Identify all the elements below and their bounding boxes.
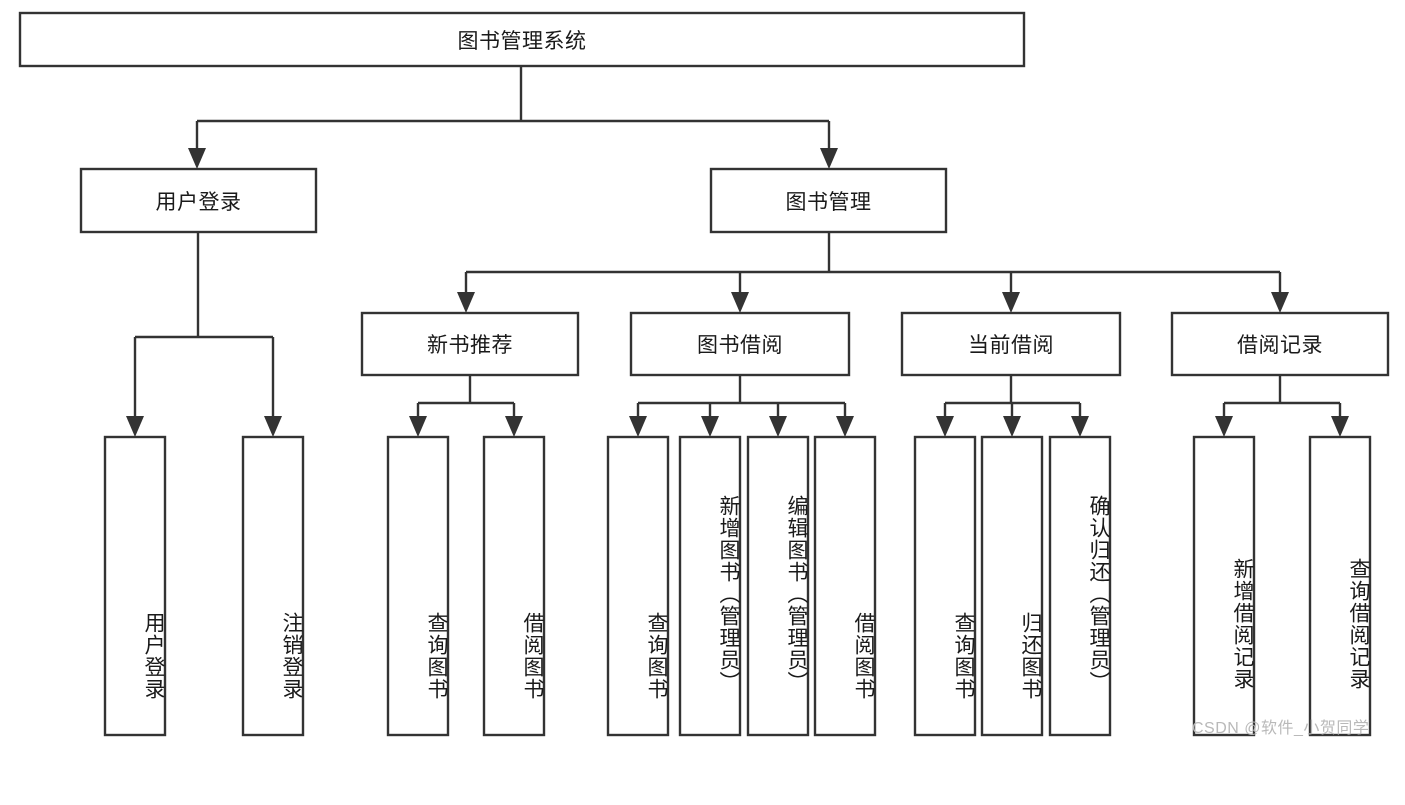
node-leaf-return-book-box[interactable] xyxy=(980,435,1044,737)
node-leaf-edit-book-box[interactable] xyxy=(746,435,810,737)
arrowhead-root-to-book-manage xyxy=(820,148,838,169)
node-leaf-query-record-box[interactable] xyxy=(1308,435,1372,737)
node-leaf-borrow-book-1-box[interactable] xyxy=(482,435,546,737)
node-leaf-query-book-1-box[interactable] xyxy=(386,435,450,737)
node-leaf-query-book-2-box[interactable] xyxy=(606,435,670,737)
arrowhead-root-to-user-login xyxy=(188,148,206,169)
node-leaf-query-book-3-box[interactable] xyxy=(913,435,977,737)
arrowhead-cb-leaf-3 xyxy=(1071,416,1089,437)
node-leaf-confirm-return-box[interactable] xyxy=(1048,435,1112,737)
arrowhead-level3-1 xyxy=(457,292,475,313)
arrowhead-br-leaf-1 xyxy=(1215,416,1233,437)
arrowhead-bb-leaf-2 xyxy=(701,416,719,437)
arrowhead-bb-leaf-4 xyxy=(836,416,854,437)
arrowhead-level3-4 xyxy=(1271,292,1289,313)
arrowhead-cb-leaf-1 xyxy=(936,416,954,437)
arrowhead-user-login-leaf-1 xyxy=(126,416,144,437)
csdn-watermark: CSDN @软件_小贺同学 xyxy=(1192,720,1370,737)
arrowhead-nbr-leaf-2 xyxy=(505,416,523,437)
node-book-borrow-box[interactable] xyxy=(629,311,851,377)
arrowhead-level3-3 xyxy=(1002,292,1020,313)
node-borrow-record-box[interactable] xyxy=(1170,311,1390,377)
arrowhead-cb-leaf-2 xyxy=(1003,416,1021,437)
diagram-svg xyxy=(18,11,1390,737)
arrowhead-nbr-leaf-1 xyxy=(409,416,427,437)
node-book-manage-box[interactable] xyxy=(709,167,948,234)
arrowhead-user-login-leaf-2 xyxy=(264,416,282,437)
node-leaf-add-record-box[interactable] xyxy=(1192,435,1256,737)
node-leaf-user-logout-box[interactable] xyxy=(241,435,305,737)
arrowhead-bb-leaf-1 xyxy=(629,416,647,437)
arrowhead-level3-2 xyxy=(731,292,749,313)
node-leaf-user-login-box[interactable] xyxy=(103,435,167,737)
node-user-login-box[interactable] xyxy=(79,167,318,234)
node-new-book-rec-box[interactable] xyxy=(360,311,580,377)
node-current-borrow-box[interactable] xyxy=(900,311,1122,377)
node-leaf-add-book-box[interactable] xyxy=(678,435,742,737)
node-root-box[interactable] xyxy=(18,11,1026,68)
arrowhead-br-leaf-2 xyxy=(1331,416,1349,437)
diagram-canvas: 图书管理系统 用户登录 图书管理 新书推荐 图书借阅 当前借阅 借阅记录 用户登… xyxy=(18,11,1390,737)
arrowhead-bb-leaf-3 xyxy=(769,416,787,437)
node-leaf-borrow-book-2-box[interactable] xyxy=(813,435,877,737)
